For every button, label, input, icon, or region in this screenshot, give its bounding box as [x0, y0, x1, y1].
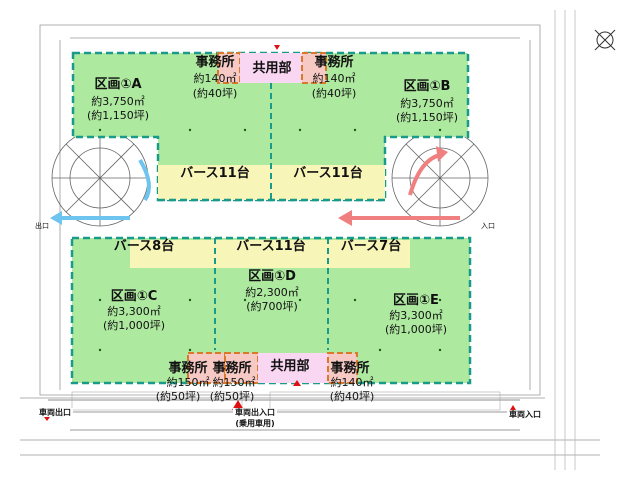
lower-office-2-name: 事務所 [212, 361, 252, 376]
zone-d-name: 区画①D [248, 269, 296, 284]
site-outlines [20, 10, 600, 470]
zone-a-tsubo: (約1,150坪) [86, 109, 150, 122]
lower-common [258, 353, 328, 383]
berth-2: バース11台 [236, 239, 306, 254]
exit-label: 出口 [35, 222, 49, 230]
lower-office-3-tsubo: (約40坪) [329, 390, 375, 403]
zone-d-area: 約2,300㎡ [245, 286, 299, 299]
berth-1: バース8台 [113, 239, 175, 254]
lower-office-2 [224, 352, 259, 384]
zone-c-tsubo: (約1,000坪) [102, 319, 166, 332]
lower-dividers [214, 238, 329, 350]
lower-office-3-name: 事務所 [330, 361, 370, 376]
upper-office-right-tsubo: (約40坪) [311, 87, 357, 100]
upper-berth-right: バース11台 [293, 166, 363, 181]
lower-office-1-tsubo: (約50坪) [155, 390, 201, 403]
upper-common [240, 53, 302, 83]
exit-arrow [50, 158, 151, 225]
upper-office-left-area: 約140㎡ [193, 72, 237, 85]
zone-e-name: 区画①E [393, 293, 439, 308]
north-compass-icon [594, 29, 616, 51]
lower-berth-area [130, 240, 410, 268]
marker-in-out [232, 400, 244, 410]
lower-office-2-tsubo: (約50坪) [209, 390, 255, 403]
vehicle-in-out-note: (乗用車用) [233, 419, 277, 429]
zone-a-name: 区画①A [94, 77, 142, 92]
upper-office-left-tsubo: (約40坪) [192, 87, 238, 100]
lower-office-1-name: 事務所 [168, 361, 208, 376]
upper-office-right-area: 約140㎡ [312, 72, 356, 85]
berth-3: バース7台 [340, 239, 402, 254]
zone-d-tsubo: (約700坪) [246, 300, 298, 313]
entrance-label: 入口 [481, 222, 495, 230]
lower-common-label: 共用部 [270, 359, 310, 374]
lower-office-3-area: 約140㎡ [330, 376, 374, 389]
zone-c-name: 区画①C [110, 289, 158, 304]
upper-office-right [301, 52, 327, 84]
lower-office-3 [327, 352, 358, 384]
entry-arrow [338, 146, 460, 226]
vehicle-entrance-label: 車両入口 [507, 410, 543, 420]
zone-e-area: 約3,300㎡ [389, 309, 443, 322]
zone-b-area: 約3,750㎡ [400, 97, 454, 110]
zone-b-tsubo: (約1,150坪) [395, 111, 459, 124]
lower-office-1 [187, 352, 226, 384]
parking-stripes [71, 391, 501, 411]
lower-building-outline [70, 236, 472, 385]
zone-b-name: 区画①B [403, 79, 451, 94]
lower-office-1-area: 約150㎡ [166, 376, 210, 389]
zone-c-area: 約3,300㎡ [107, 305, 161, 318]
zone-e-tsubo: (約1,000坪) [384, 323, 448, 336]
upper-common-label: 共用部 [252, 61, 292, 76]
zone-a-area: 約3,750㎡ [91, 95, 145, 108]
lower-office-2-area: 約150㎡ [212, 376, 256, 389]
vehicle-exit-label: 車両出口 [37, 408, 73, 418]
upper-office-right-name: 事務所 [314, 55, 354, 70]
marker-top [274, 45, 280, 50]
upper-berth-left: バース11台 [180, 166, 250, 181]
structural-columns [98, 128, 442, 352]
upper-office-left-name: 事務所 [195, 55, 235, 70]
vehicle-in-out-label: 車両出入口 [233, 408, 277, 418]
